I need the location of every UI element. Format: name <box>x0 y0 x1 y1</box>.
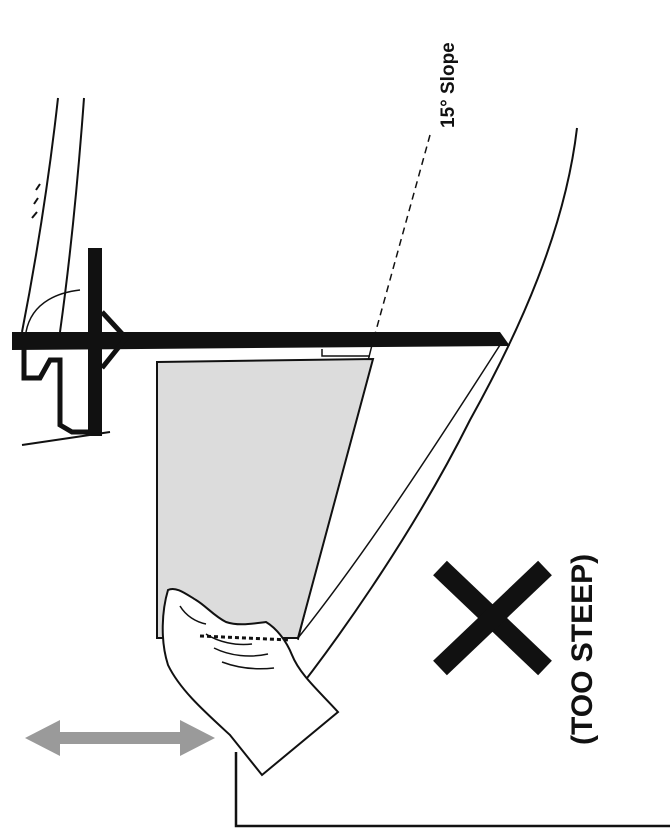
slope-guide-dashed <box>371 134 431 346</box>
brace <box>100 310 130 370</box>
slope-label: 15° Slope <box>438 42 459 128</box>
double-arrow-icon <box>25 720 215 756</box>
tension-line <box>297 344 501 639</box>
hull-curve <box>285 127 578 706</box>
too-steep-label: (TOO STEEP) <box>566 554 599 745</box>
x-mark-icon <box>433 560 552 676</box>
rigging-curl <box>25 289 81 333</box>
vertical-post <box>88 248 102 436</box>
ground-frame-line <box>234 752 670 828</box>
rigging-line-1 <box>21 97 59 333</box>
horizontal-bar <box>12 332 510 350</box>
clamp-base <box>21 431 111 446</box>
rigging-line-2 <box>59 97 85 333</box>
hand <box>161 588 340 777</box>
rigging-knots <box>31 183 41 219</box>
grip-edge <box>199 634 291 642</box>
hand-fingers <box>179 605 275 670</box>
bar-clip <box>321 349 370 357</box>
clamp-bracket <box>21 345 100 435</box>
